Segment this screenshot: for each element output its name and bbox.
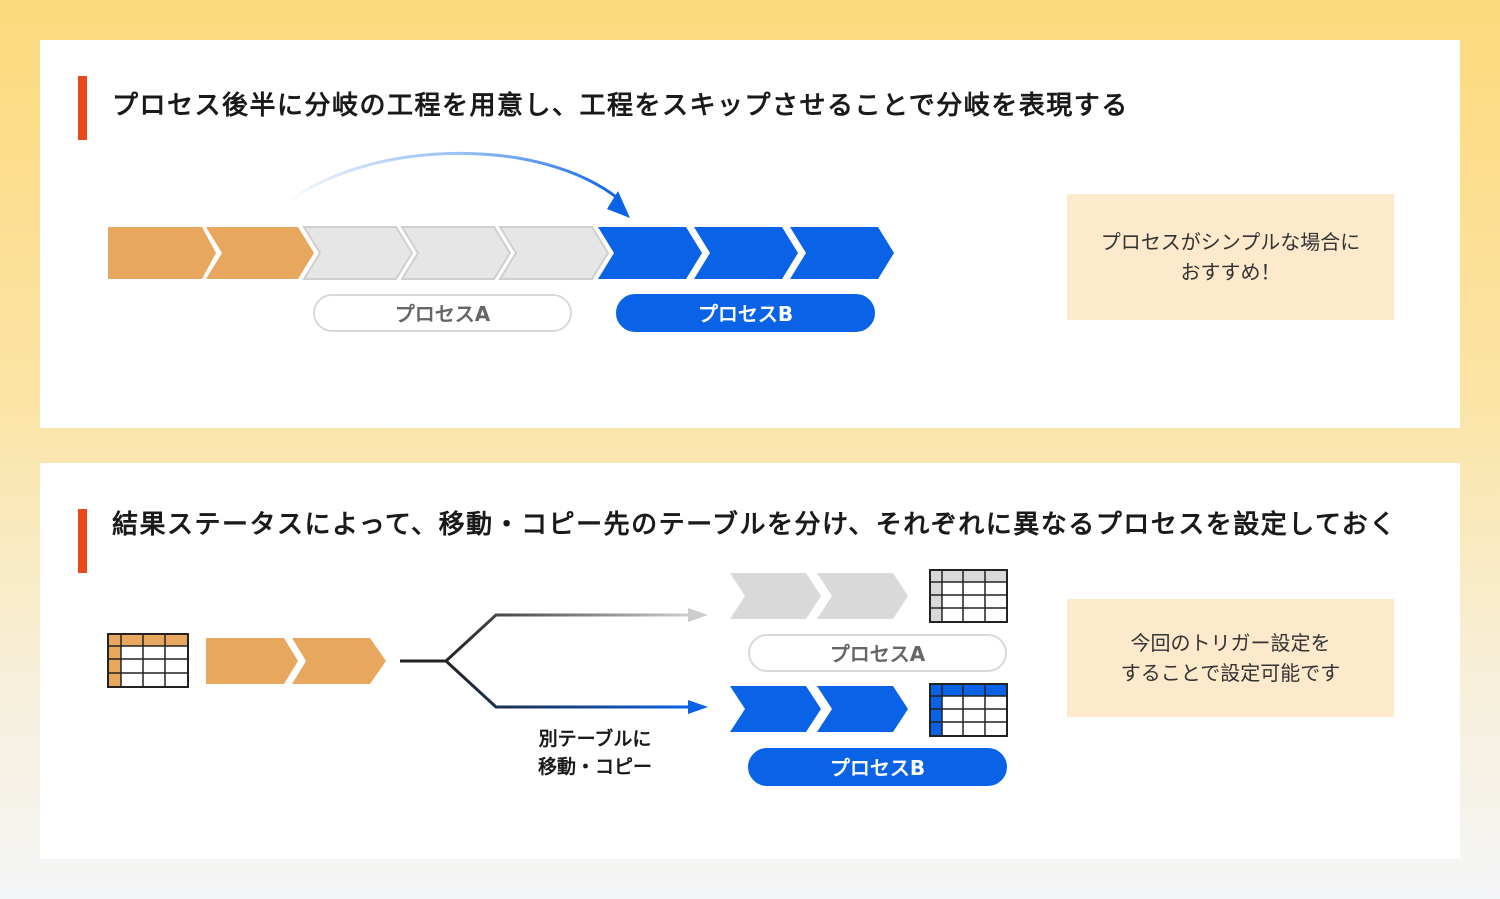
branch-lower-arrowhead [688,700,708,714]
step-chevron-blue [730,686,821,732]
step-chevron-gray [730,573,821,619]
skip-flow-diagram [108,151,894,280]
skip-arrowhead [607,191,630,218]
section-skip-branch: プロセス後半に分岐の工程を用意し、工程をスキップさせることで分岐を表現する プロ… [40,40,1460,428]
note-line: 今回のトリガー設定を [1130,631,1331,655]
step-chevron-blue [694,227,798,279]
note-line: することで設定可能です [1120,661,1341,685]
destination-table-a-icon [929,569,1008,623]
process-a-pill: プロセスA [748,634,1007,672]
step-chevron-gray [400,226,512,280]
destination-table-b-icon [929,683,1008,737]
step-chevron-blue [817,686,908,732]
branch-lower-line [444,659,688,709]
trigger-note: 今回のトリガー設定を することで設定可能です [1067,599,1394,717]
heading-accent-bar [78,509,87,573]
branch-upper-arrowhead [688,608,708,622]
step-chevron-blue [598,227,702,279]
step-chevron-gray [498,226,610,280]
step-chevron-blue [790,227,894,279]
section-2-heading: 結果ステータスによって、移動・コピー先のテーブルを分け、それぞれに異なるプロセス… [112,510,1397,540]
note-line: プロセスがシンプルな場合に [1100,230,1361,254]
section-1-heading: プロセス後半に分岐の工程を用意し、工程をスキップさせることで分岐を表現する [112,91,1129,121]
recommendation-note: プロセスがシンプルな場合に おすすめ！ [1067,194,1394,320]
branch-label-line: 移動・コピー [537,756,652,778]
step-chevron-orange [206,638,298,684]
process-a-pill: プロセスA [313,294,572,332]
step-chevron-orange [206,227,314,279]
step-chevron-gray [817,573,908,619]
step-chevron-orange [292,638,386,684]
table-branch-diagram [107,569,1008,737]
process-b-pill: プロセスB [748,748,1007,786]
branch-upper-line [444,613,688,663]
step-chevron-gray [302,226,414,280]
note-line: おすすめ！ [1180,260,1281,284]
process-b-pill: プロセスB [616,294,875,332]
section-table-branch: 結果ステータスによって、移動・コピー先のテーブルを分け、それぞれに異なるプロセス… [40,463,1460,859]
skip-arc [287,151,621,204]
branch-label-line: 別テーブルに [538,728,652,750]
step-chevron-orange [108,227,216,279]
source-table-icon [107,633,189,688]
heading-accent-bar [78,76,87,140]
branch-label: 別テーブルに 移動・コピー [510,725,680,781]
